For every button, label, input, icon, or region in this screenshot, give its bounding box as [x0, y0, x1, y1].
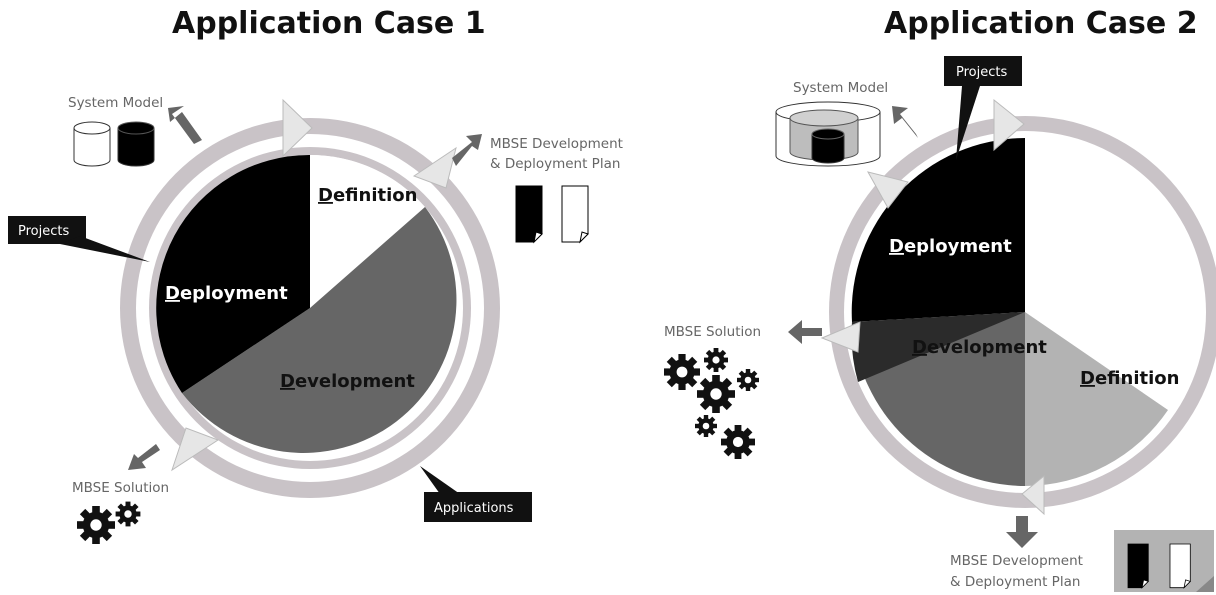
case1-ring-arrow-right	[412, 146, 457, 189]
case2-development-dark-wedge	[851, 312, 1025, 382]
case2-projects-callout: Projects	[944, 56, 1022, 160]
case1-applications-label: Applications	[434, 501, 514, 516]
case2-doc-black-icon	[1127, 543, 1149, 589]
case2-gear-6-icon	[721, 425, 755, 459]
case2-gear-3-icon	[697, 375, 735, 413]
case2-gear-4-icon	[737, 369, 759, 391]
case1-title: Application Case 1	[172, 6, 486, 41]
case1-deployment-first: D	[165, 283, 180, 304]
case2-system-model-label: System Model	[793, 80, 888, 96]
case2-deployment-first: D	[889, 236, 904, 257]
case1-projects-label: Projects	[18, 224, 69, 239]
case2-gear-2-icon	[704, 348, 728, 372]
case1-ring-arrow-bottomleft	[171, 427, 220, 472]
case1-development-segment	[182, 207, 457, 453]
case1-definition-segment	[310, 154, 425, 308]
case2-definition-segment	[1025, 312, 1168, 486]
case2-doc-white-icon	[1169, 543, 1191, 589]
case1-system-model-white-cylinder-icon	[73, 121, 111, 167]
svg-text:Development: Development	[280, 371, 415, 392]
case2-deployment-rest: eployment	[904, 236, 1012, 257]
case2-system-model-nested-cylinder-icon	[775, 101, 881, 167]
case1-gear-large-icon	[77, 506, 115, 544]
case2-ring-arrow-topleft	[867, 171, 909, 209]
case2-ring-arrow-bottom	[1021, 474, 1045, 516]
case1-diagram: Definition Deployment Development System…	[8, 95, 623, 544]
case1-doc-white-icon	[561, 185, 589, 243]
case1-projects-callout: Projects	[8, 216, 150, 262]
case1-arrow-system-model	[168, 106, 202, 144]
svg-text:Deployment: Deployment	[889, 236, 1012, 257]
svg-text:Development: Development	[912, 337, 1047, 358]
case2-plan-line2: & Deployment Plan	[950, 574, 1080, 590]
case2-plan-line1: MBSE Development	[950, 553, 1083, 569]
case1-applications-callout: Applications	[420, 466, 532, 522]
case1-development-first: D	[280, 371, 295, 392]
case2-definition-first: D	[1080, 368, 1095, 389]
case2-ring-arrow-left	[820, 321, 861, 353]
case2-diagram: Deployment Development Definition System…	[664, 56, 1216, 592]
case2-title: Application Case 2	[884, 6, 1198, 41]
case1-system-model-black-cylinder-icon	[117, 121, 155, 167]
case1-system-model-label: System Model	[68, 95, 163, 111]
svg-text:Deployment: Deployment	[165, 283, 288, 304]
case1-plan-line2: & Deployment Plan	[490, 156, 620, 172]
case1-deployment-segment	[156, 154, 310, 393]
case2-arrow-plan	[1006, 516, 1038, 548]
case2-gear-5-icon	[695, 415, 717, 437]
case2-arrow-solution	[788, 320, 822, 344]
case2-development-rest: evelopment	[927, 337, 1047, 358]
case2-definition-rest: efinition	[1095, 368, 1180, 389]
case2-development-first: D	[912, 337, 927, 358]
case2-gear-1-icon	[664, 354, 700, 390]
case1-mbse-solution-label: MBSE Solution	[72, 480, 169, 496]
case2-ring-arrow-top	[993, 98, 1025, 152]
svg-text:Definition: Definition	[1080, 368, 1179, 389]
case1-definition-rest: efinition	[333, 185, 418, 206]
case2-arrow-system-model	[892, 106, 918, 138]
case1-plan-line1: MBSE Development	[490, 136, 623, 152]
case2-mbse-solution-label: MBSE Solution	[664, 324, 761, 340]
case2-deployment-segment	[851, 138, 1025, 322]
case1-definition-first: D	[318, 185, 333, 206]
case1-arrow-plan	[452, 134, 482, 166]
case1-doc-black-icon	[515, 185, 543, 243]
case2-projects-label: Projects	[956, 65, 1007, 80]
svg-text:Definition: Definition	[318, 185, 417, 206]
case1-gear-small-icon	[115, 501, 141, 527]
case1-arrow-solution	[128, 444, 160, 470]
case1-ring-arrow-top	[282, 98, 313, 158]
case1-development-rest: evelopment	[295, 371, 415, 392]
case1-deployment-rest: eployment	[180, 283, 288, 304]
